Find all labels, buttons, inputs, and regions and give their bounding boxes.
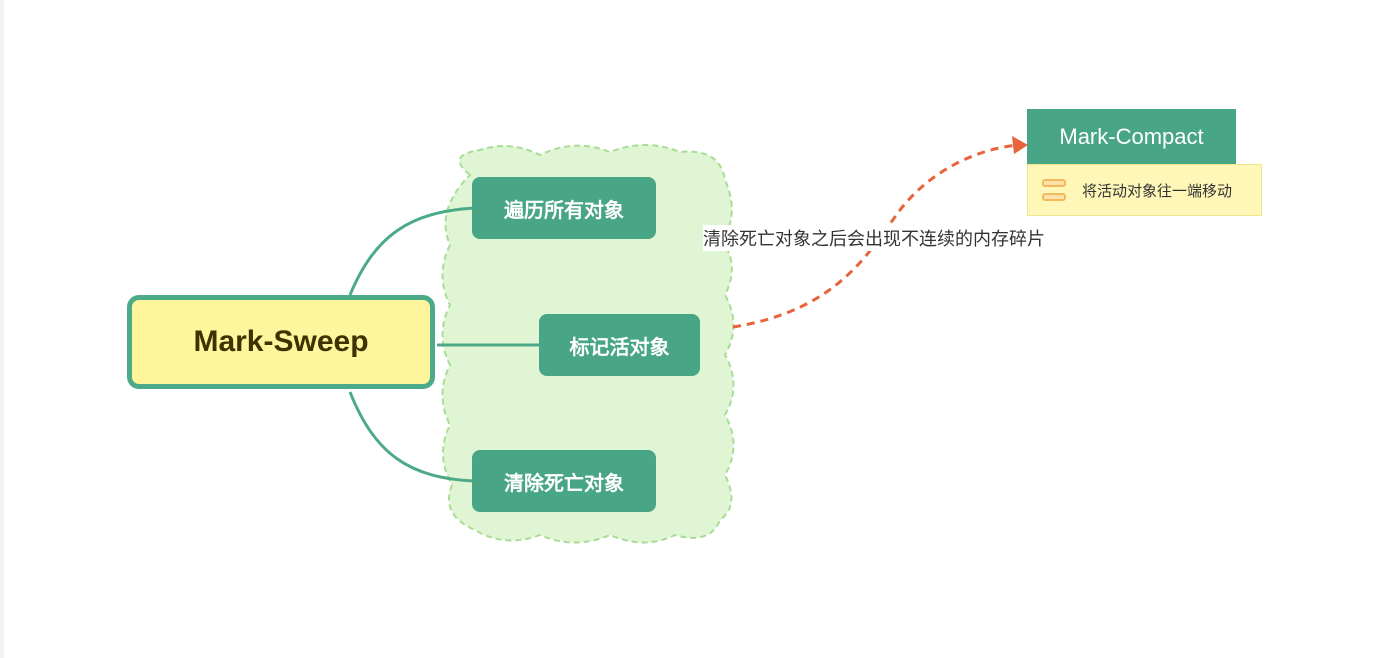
step-node-mark-live-objects[interactable]: 标记活对象: [539, 314, 700, 376]
step-node-label: 清除死亡对象: [504, 470, 624, 495]
relation-arrow-line: [732, 143, 1019, 329]
root-node-label: Mark-Sweep: [193, 325, 369, 358]
target-node-mark-compact[interactable]: Mark-Compact: [1027, 109, 1236, 164]
relation-arrowhead: [1012, 136, 1028, 154]
note-icon: [1042, 179, 1066, 201]
target-note-text: 将活动对象往一端移动: [1082, 181, 1233, 200]
target-note[interactable]: 将活动对象往一端移动: [1027, 164, 1262, 216]
step-node-sweep-dead-objects[interactable]: 清除死亡对象: [472, 450, 656, 512]
branch-line-3: [348, 391, 475, 483]
step-node-traverse-objects[interactable]: 遍历所有对象: [472, 177, 656, 239]
step-node-label: 标记活对象: [569, 334, 670, 359]
root-node-mark-sweep[interactable]: Mark-Sweep: [127, 295, 435, 389]
canvas-left-edge: [0, 0, 4, 658]
branch-line-1: [348, 206, 475, 296]
step-node-label: 遍历所有对象: [504, 197, 624, 222]
relation-label[interactable]: 清除死亡对象之后会出现不连续的内存碎片: [703, 225, 1045, 251]
target-node-label: Mark-Compact: [1059, 123, 1204, 149]
